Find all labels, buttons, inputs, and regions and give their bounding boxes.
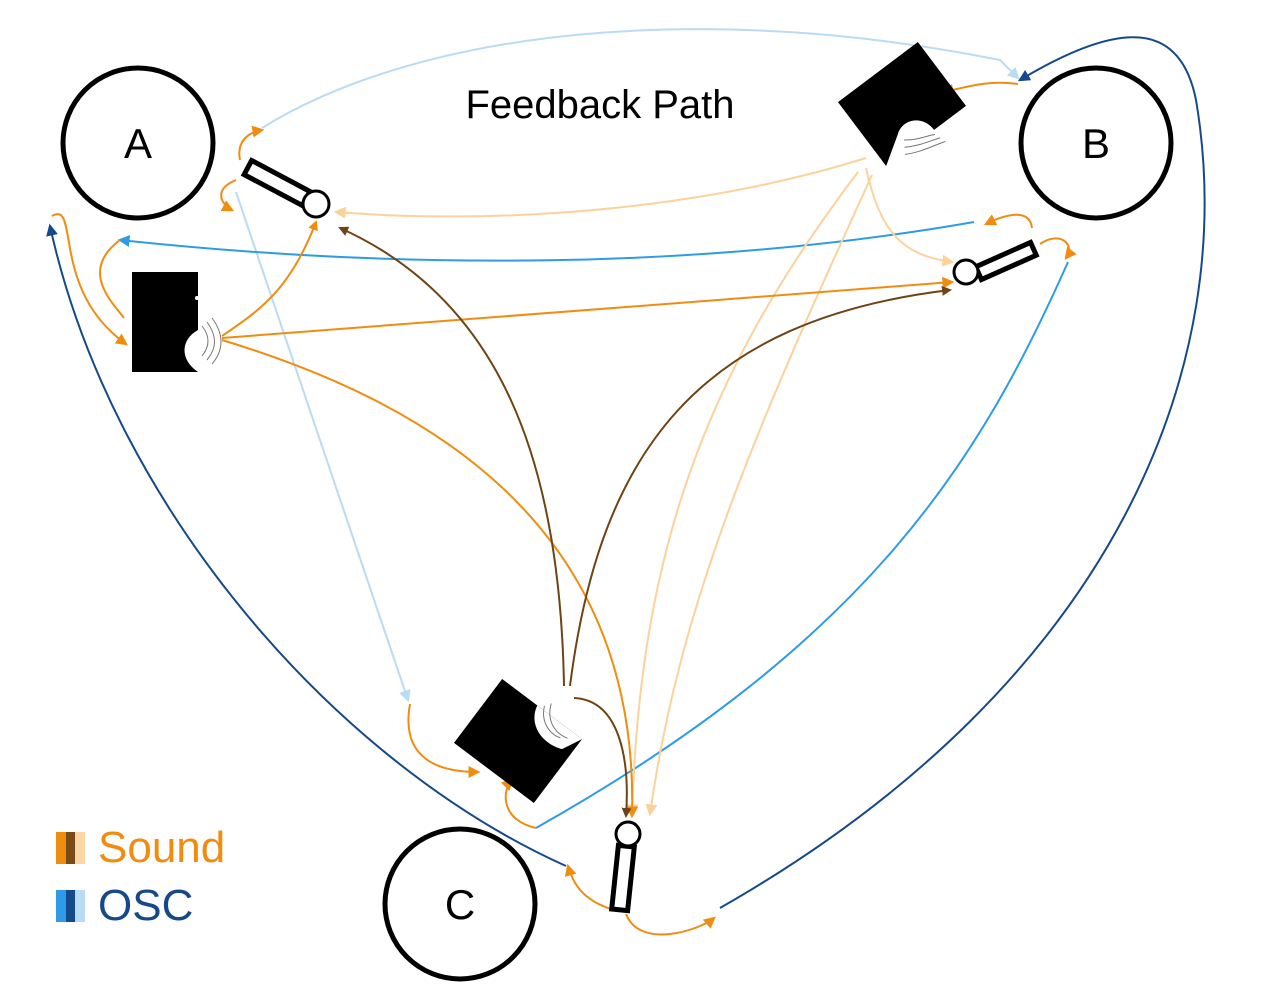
sound-path-speakerB-to-micB <box>865 167 955 267</box>
sound-path-speakerC-to-micC <box>573 697 632 818</box>
sound-path-speakerB-to-micC-1 <box>626 171 859 817</box>
sound-path-speakerC-to-micA <box>338 226 565 687</box>
node-b-label: B <box>1082 120 1110 167</box>
legend-osc: OSC <box>56 880 296 932</box>
node-a: A <box>60 65 216 221</box>
sound-path-B-to-speakerB <box>941 81 1019 96</box>
node-b: B <box>1018 65 1174 221</box>
osc-path-C-to-A <box>46 223 567 867</box>
sound-path-loop-speakerA <box>99 239 125 319</box>
sound-path-speakerC-from-osc <box>407 703 481 778</box>
legend-sound-label: Sound <box>98 823 226 872</box>
osc-swatch-icon <box>56 890 86 922</box>
mic-c-icon <box>608 820 642 914</box>
sound-path-micC-to-C <box>564 863 615 911</box>
osc-path-micA-to-B <box>261 28 1020 129</box>
legend-osc-label: OSC <box>98 881 194 930</box>
osc-path-micA-to-speakerC <box>235 191 411 703</box>
sound-path-micA-loop-2 <box>220 179 237 212</box>
sound-path-speakerB-to-micA <box>333 157 867 219</box>
sound-path-micB-loop-1 <box>983 213 1033 229</box>
sound-path-micC-to-osc <box>625 913 716 936</box>
osc-path-micB-to-C <box>535 261 1069 829</box>
node-c: C <box>382 826 538 982</box>
sound-path-A-to-speakerA <box>51 213 128 346</box>
legend: Sound OSC <box>56 822 296 938</box>
sound-path-speakerA-to-micC <box>221 339 639 819</box>
sound-path-speakerA-to-micA <box>221 220 318 337</box>
mic-a-icon <box>240 157 331 219</box>
mic-b-icon <box>952 239 1040 286</box>
osc-path-C-to-B <box>719 36 1206 909</box>
osc-path-micB-to-A <box>117 221 975 262</box>
speaker-b-icon <box>837 41 967 167</box>
sound-path-speakerB-to-micC-2 <box>645 174 873 817</box>
legend-sound: Sound <box>56 822 296 874</box>
node-a-label: A <box>124 120 152 167</box>
sound-path-speakerA-to-micB <box>221 276 955 339</box>
sound-path-micB-loop-2 <box>1039 237 1077 260</box>
diagram-title: Feedback Path <box>465 83 734 127</box>
sound-swatch-icon <box>56 832 86 864</box>
speaker-a-icon <box>132 272 222 372</box>
sound-path-speakerC-to-micB <box>569 285 952 687</box>
speaker-c-icon <box>453 678 583 804</box>
sound-path-micA-loop-1 <box>238 125 265 161</box>
node-c-label: C <box>445 881 475 928</box>
